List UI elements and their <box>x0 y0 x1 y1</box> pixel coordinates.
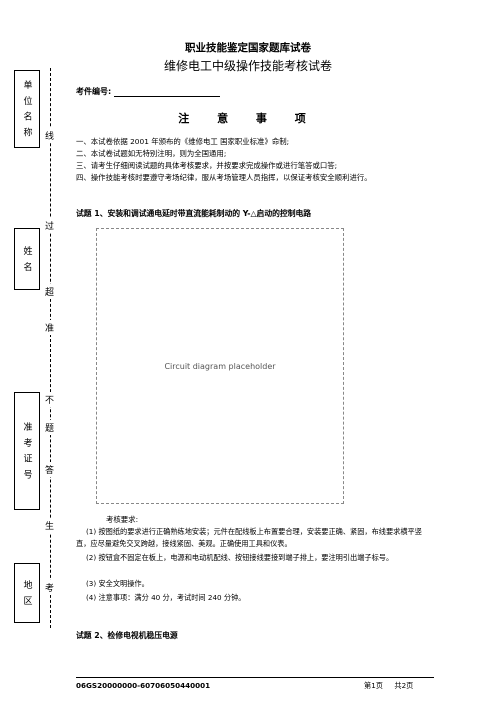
notice-title: 注 意 事 项 <box>178 112 318 125</box>
page-subtitle: 维修电工中级操作技能考核试卷 <box>163 59 332 73</box>
requirement-item: (3) 安全文明操作。 <box>86 579 149 588</box>
footer-rule <box>76 677 434 678</box>
total-pages: 共2页 <box>394 681 414 690</box>
margin-char: 生 <box>45 518 55 533</box>
page-title: 职业技能鉴定国家题库试卷 <box>185 42 311 54</box>
margin-char: 不 <box>45 392 55 407</box>
margin-char: 线 <box>45 128 55 143</box>
notice-item: 四、操作技能考核时要遵守考场纪律，服从考场管理人员指挥，以保证考核安全顺利进行。 <box>76 173 372 182</box>
unit-name-box: 单 位 名 称 <box>14 70 40 148</box>
question-2-title: 试题 2、检修电视机稳压电源 <box>76 631 178 640</box>
notice-item: 一、本试卷依据 2001 年颁布的《维修电工 国家职业标准》命制; <box>76 137 290 146</box>
requirements-title: 考核要求: <box>106 515 139 524</box>
footer-code: 06GS20000000-60706050440001 <box>76 681 211 690</box>
margin-char: 过 <box>45 218 55 233</box>
exam-number-label: 考件编号: <box>76 87 112 96</box>
candidate-name-box: 姓 名 <box>14 228 40 290</box>
requirement-item: (4) 注意事项：满分 40 分，考试时间 240 分钟。 <box>86 593 246 602</box>
notice-item: 二、本试卷试题如无特别注明，则为全国通用; <box>76 149 227 158</box>
question-1-title: 试题 1、安装和调试通电延时带直流能耗制动的 Y-△启动的控制电路 <box>76 209 312 218</box>
margin-char: 超 <box>45 284 55 299</box>
margin-char: 考 <box>45 580 55 595</box>
exam-number-field[interactable] <box>114 96 220 97</box>
cert-number-box: 准 考 证 号 <box>14 392 40 510</box>
footer-page-info: 第1页 共2页 <box>364 681 413 691</box>
binding-line <box>50 68 51 628</box>
margin-char: 题 <box>45 420 55 435</box>
requirement-item: (1) 按图纸的要求进行正确熟练地安装；元件在配线板上布置要合理，安装要正确、紧… <box>76 527 422 548</box>
margin-char: 准 <box>45 320 55 335</box>
page-number: 第1页 <box>364 681 383 690</box>
notice-item: 三、请考生仔细阅读试题的具体考核要求，并按要求完成操作或进行笔答或口答; <box>76 161 338 170</box>
circuit-diagram-placeholder: Circuit diagram placeholder <box>96 228 344 504</box>
margin-char: 答 <box>45 462 55 477</box>
region-box: 地 区 <box>14 563 40 623</box>
requirement-item: (2) 按钮盒不固定在板上，电源和电动机配线、按钮接线要接到端子排上，要注明引出… <box>86 553 394 562</box>
